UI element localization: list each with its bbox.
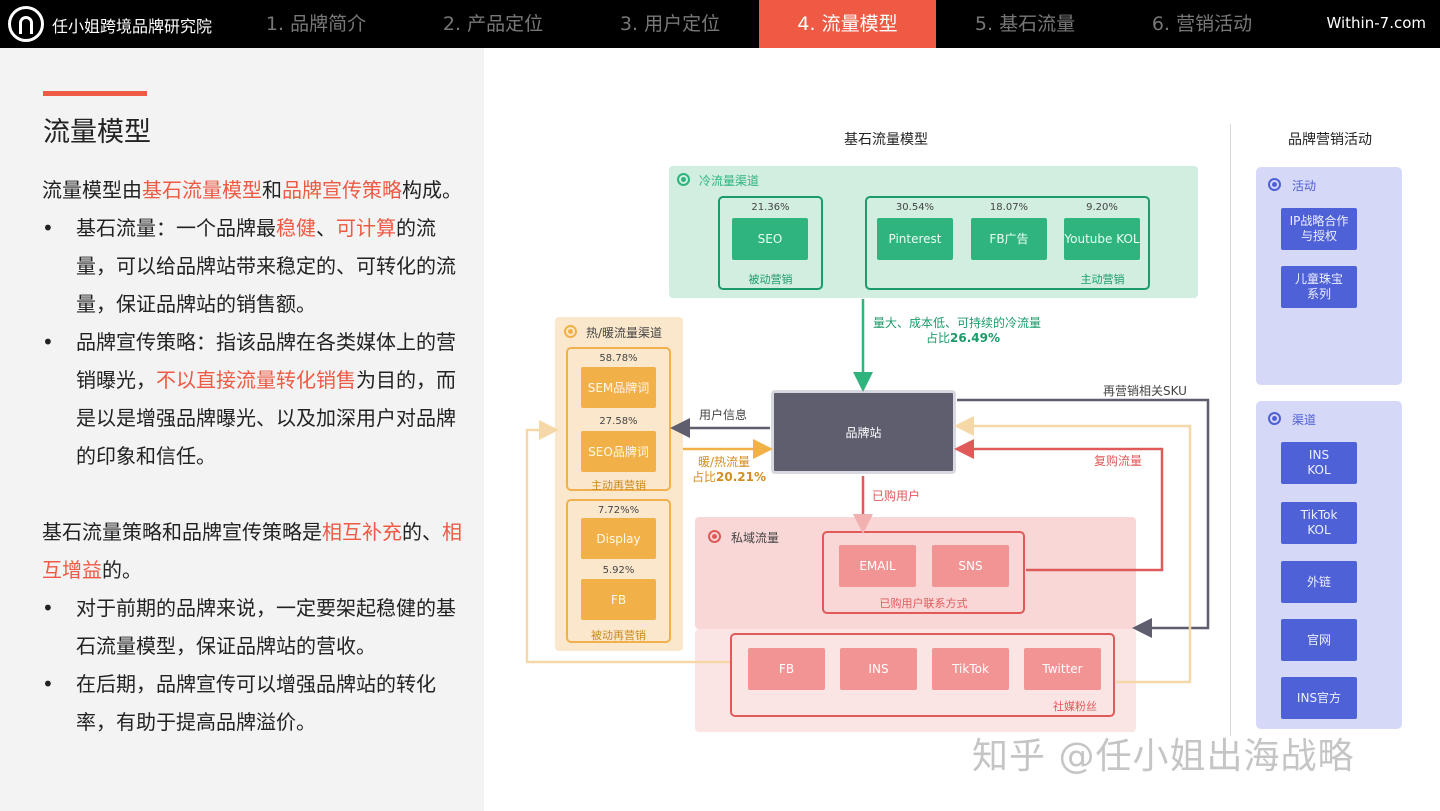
kids-jewelry-node[interactable]: 儿童珠宝 系列 [1281, 266, 1357, 308]
watermark: 知乎 @任小姐出海战略 [972, 736, 1355, 777]
fb-ads-node[interactable]: FB广告 [971, 218, 1047, 260]
edge-social-to-warm [525, 420, 730, 664]
section-divider [1230, 124, 1231, 736]
cold-radio-icon [677, 173, 690, 186]
bullet-dot: • [42, 672, 54, 696]
top-nav-bar: 任小姐跨境品牌研究院 1. 品牌简介 2. 产品定位 3. 用户定位 4. 流量… [0, 0, 1440, 48]
bullet-dot: • [42, 596, 54, 620]
channels-radio-icon [1268, 412, 1281, 425]
seo-brand-pct: 27.58% [599, 416, 638, 427]
diagram-title-marketing: 品牌营销活动 [1288, 132, 1372, 148]
edge-label-cold-1: 量大、成本低、可持续的冷流量 [873, 316, 1042, 330]
bullet-late-stage: 在后期，品牌宣传可以增强品牌站的转化率，有助于提高品牌溢价。 [76, 672, 436, 734]
fb-remarketing-pct: 5.92% [602, 565, 635, 576]
brand-name: 任小姐跨境品牌研究院 [52, 17, 213, 36]
bullet-dot: • [42, 216, 54, 240]
warm-passive-label: 被动再营销 [591, 629, 646, 642]
ip-partnership-node[interactable]: IP战略合作 与授权 [1281, 208, 1357, 250]
social-fans-box [730, 633, 1115, 717]
edge-label-user-info: 用户信息 [699, 408, 748, 422]
purchased-contact-box [822, 531, 1025, 614]
site-url[interactable]: Within-7.com [1326, 14, 1427, 32]
bullet-early-stage: 对于前期的品牌来说，一定要架起稳健的基石流量模型，保证品牌站的营收。 [76, 596, 456, 658]
cold-active-label: 主动营销 [1080, 273, 1125, 286]
tiktok-kol-node[interactable]: TikTok KOL [1281, 502, 1357, 544]
display-node[interactable]: Display [581, 518, 656, 559]
social-fb-node[interactable]: FB [748, 648, 825, 690]
sns-node[interactable]: SNS [932, 545, 1009, 587]
email-node[interactable]: EMAIL [839, 545, 916, 587]
social-twitter-node[interactable]: Twitter [1024, 648, 1101, 690]
edge-label-cold-2: 占比26.49% [926, 331, 1000, 345]
intro-paragraph: 流量模型由基石流量模型和品牌宣传策略构成。 [42, 178, 462, 202]
sem-brand-pct: 58.78% [599, 353, 638, 364]
pinterest-pct: 30.54% [895, 202, 935, 213]
brand-site-node[interactable]: 品牌站 [771, 390, 956, 474]
social-fans-label: 社媒粉丝 [1053, 700, 1097, 713]
edge-remarketing-sku [957, 398, 1210, 638]
diagram-title-cornerstone: 基石流量模型 [844, 132, 928, 148]
brand-logo-icon[interactable] [8, 6, 44, 42]
social-tiktok-node[interactable]: TikTok [932, 648, 1009, 690]
nav-tab-marketing-activities[interactable]: 6. 营销活动 [1151, 13, 1253, 35]
youtube-kol-pct: 9.20% [1086, 202, 1118, 213]
cold-active-box [865, 196, 1150, 290]
cold-traffic-label: 冷流量渠道 [699, 174, 760, 188]
cold-passive-box [718, 196, 823, 290]
seo-pct: 21.36% [751, 202, 790, 213]
left-text-panel: 流量模型 流量模型由基石流量模型和品牌宣传策略构成。 • 基石流量：一个品牌最稳… [0, 48, 484, 811]
warm-active-label: 主动再营销 [591, 479, 646, 492]
display-pct: 7.72%% [597, 505, 640, 516]
nav-tab-cornerstone-traffic[interactable]: 5. 基石流量 [974, 13, 1076, 35]
bullet-dot: • [42, 330, 54, 354]
edge-label-purchased: 已购用户 [872, 489, 921, 503]
private-traffic-label: 私域流量 [731, 531, 780, 545]
edge-label-repurchase: 复购流量 [1094, 454, 1143, 468]
complement-paragraph: 基石流量策略和品牌宣传策略是相互补充的、相互增益的。 [42, 520, 462, 582]
channels-label: 渠道 [1292, 413, 1317, 427]
ins-kol-node[interactable]: INS KOL [1281, 442, 1357, 484]
edge-repurchase [954, 439, 1164, 572]
nav-tab-user-positioning[interactable]: 3. 用户定位 [619, 13, 721, 35]
social-ins-node[interactable]: INS [840, 648, 917, 690]
edge-label-warm-1: 暖/热流量 [698, 455, 751, 469]
nav-tab-traffic-model[interactable]: 4. 流量模型 [759, 0, 936, 48]
warm-radio-icon [564, 325, 577, 338]
sem-brand-node[interactable]: SEM品牌词 [581, 367, 656, 408]
seo-brand-node[interactable]: SEO品牌词 [581, 431, 656, 472]
official-site-node[interactable]: 官网 [1281, 619, 1357, 661]
warm-traffic-label: 热/暖流量渠道 [586, 326, 663, 340]
page-title: 流量模型 [43, 117, 151, 148]
external-links-node[interactable]: 外链 [1281, 561, 1357, 603]
youtube-kol-node[interactable]: Youtube KOL [1064, 218, 1140, 260]
fb-ads-pct: 18.07% [989, 202, 1029, 213]
bullet-brand-promotion: 品牌宣传策略：指该品牌在各类媒体上的营销曝光，不以直接流量转化销售为目的，而是以… [76, 330, 456, 468]
bullet-cornerstone: 基石流量：一个品牌最稳健、可计算的流量，可以给品牌站带来稳定的、可转化的流量，保… [76, 216, 456, 316]
edge-social-to-site [954, 416, 1192, 684]
fb-remarketing-node[interactable]: FB [581, 579, 656, 620]
nav-tab-brand-intro[interactable]: 1. 品牌简介 [265, 13, 367, 35]
cold-passive-label: 被动营销 [748, 273, 793, 286]
title-accent-bar [43, 91, 147, 96]
purchased-contact-label: 已购用户联系方式 [879, 597, 968, 610]
edge-label-remarketing-sku: 再营销相关SKU [1103, 384, 1187, 398]
private-radio-icon [708, 530, 721, 543]
edge-label-warm-2: 占比20.21% [692, 470, 766, 484]
nav-tab-product-positioning[interactable]: 2. 产品定位 [442, 13, 544, 35]
pinterest-node[interactable]: Pinterest [877, 218, 953, 260]
warm-passive-box [566, 499, 671, 643]
seo-node[interactable]: SEO [732, 218, 808, 260]
activities-radio-icon [1268, 178, 1281, 191]
activities-label: 活动 [1292, 179, 1317, 193]
ins-official-node[interactable]: INS官方 [1281, 677, 1357, 719]
